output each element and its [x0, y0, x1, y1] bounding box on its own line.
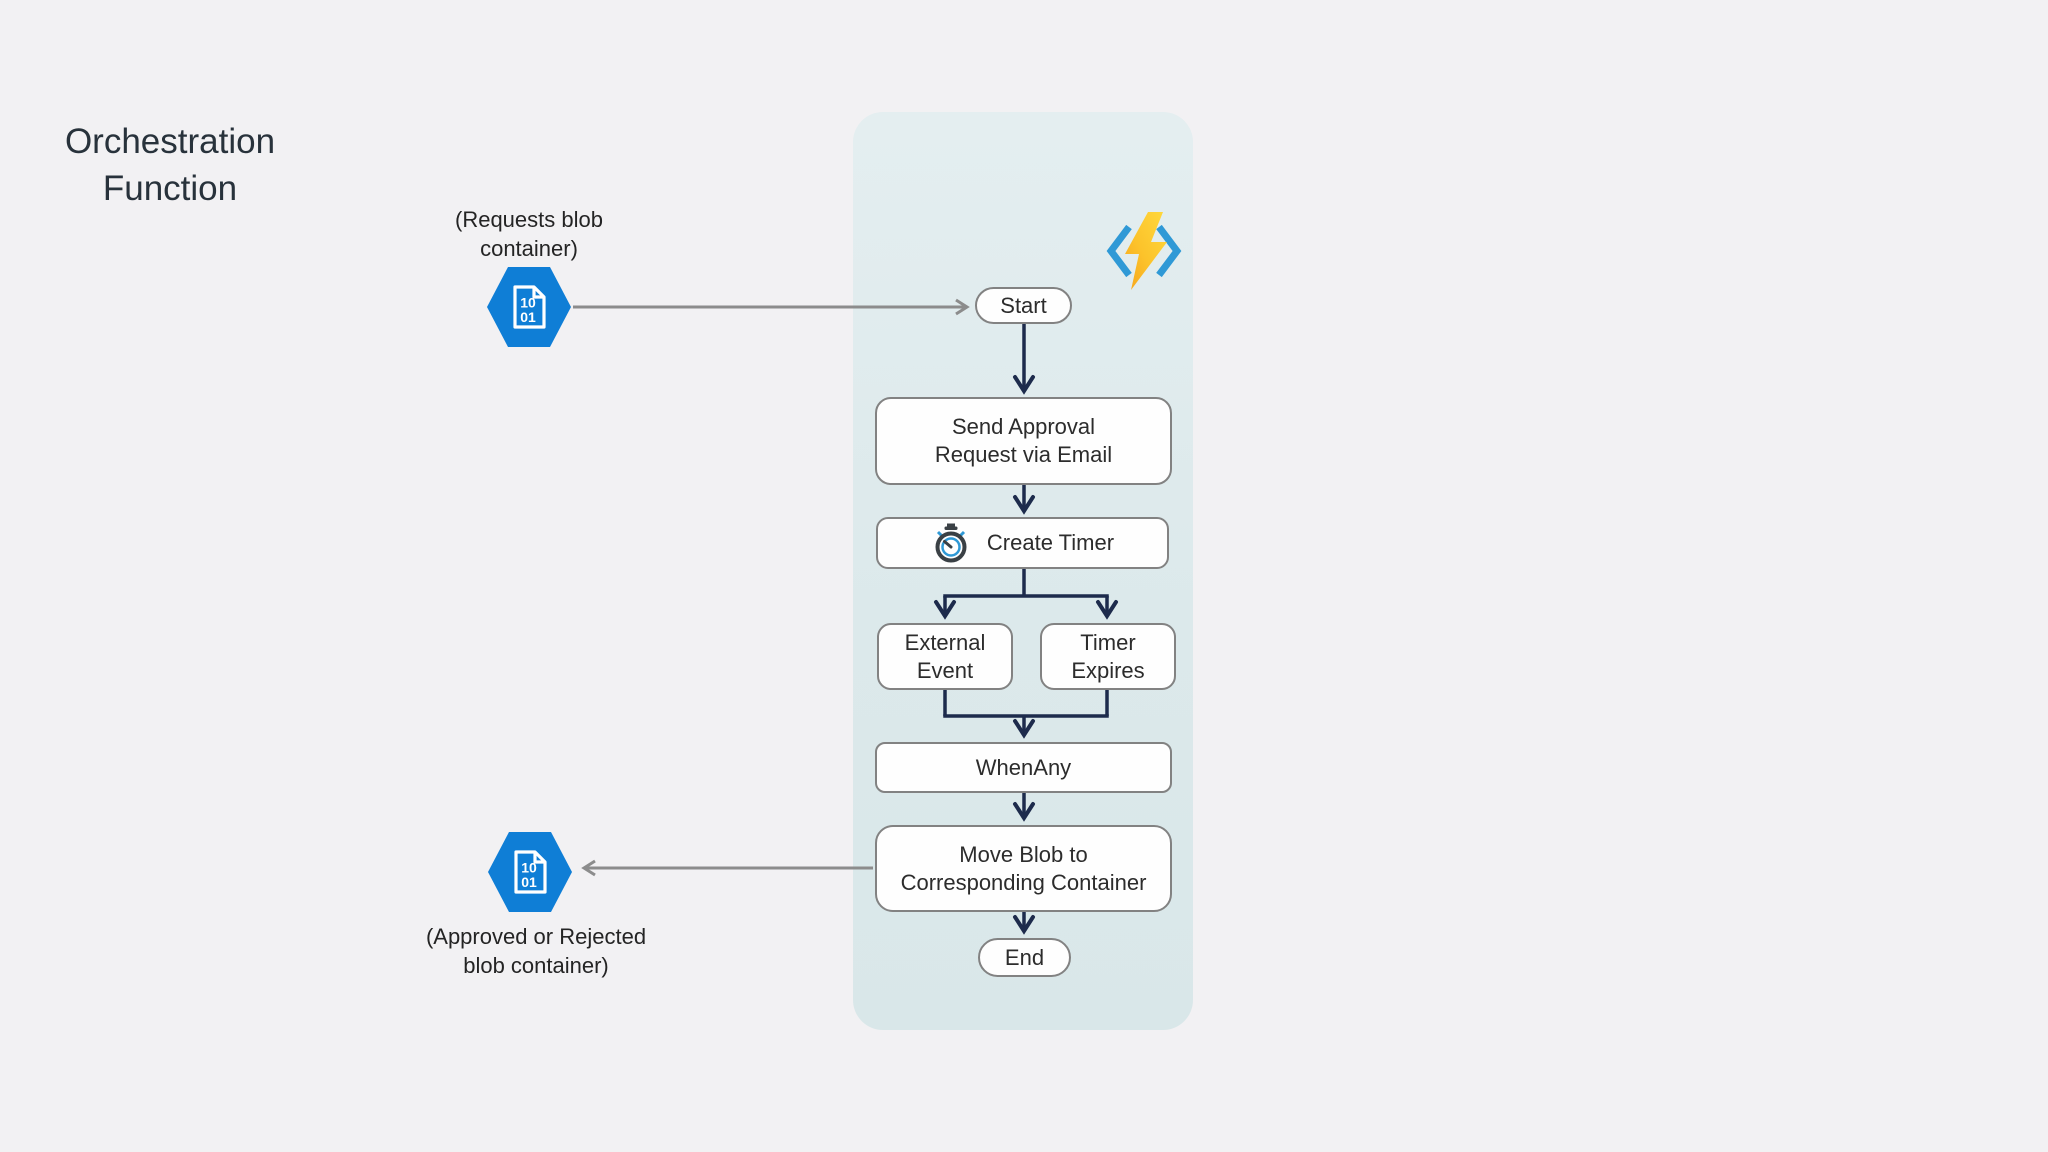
node-end-label: End	[1004, 944, 1045, 970]
svg-text:10: 10	[520, 295, 536, 311]
node-end: End	[978, 938, 1071, 977]
azure-functions-icon	[1102, 210, 1186, 292]
panel-title: Orchestration Function	[64, 122, 276, 208]
svg-text:01: 01	[520, 309, 536, 325]
blob-document-icon: 10 01	[513, 285, 546, 329]
node-when-any-label: WhenAny	[975, 754, 1072, 780]
node-start-label: Start	[1000, 292, 1047, 318]
node-send-approval: Send Approval Request via Email	[875, 397, 1172, 485]
node-timer-expires: Timer Expires	[1040, 623, 1176, 690]
node-timer-expires-label: Timer Expires	[1071, 629, 1145, 683]
node-send-approval-label: Send Approval Request via Email	[934, 414, 1113, 467]
stopwatch-icon	[931, 522, 971, 564]
node-external-event-label: External Event	[904, 629, 986, 683]
node-move-blob-label: Move Blob to Corresponding Container	[900, 841, 1147, 895]
node-create-timer-label: Create Timer	[986, 530, 1115, 555]
requests-blob-label: (Requests blob container)	[455, 207, 603, 261]
node-start: Start	[975, 287, 1072, 324]
requests-blob-icon: 10 01	[487, 267, 571, 347]
svg-text:10: 10	[521, 860, 537, 876]
blob-document-icon: 10 01	[514, 850, 547, 894]
approved-rejected-blob-label: (Approved or Rejected blob container)	[425, 924, 647, 978]
svg-text:01: 01	[521, 874, 537, 890]
node-when-any: WhenAny	[875, 742, 1172, 793]
node-create-timer: Create Timer	[876, 517, 1169, 569]
node-external-event: External Event	[877, 623, 1013, 690]
node-move-blob: Move Blob to Corresponding Container	[875, 825, 1172, 912]
approved-rejected-blob-icon: 10 01	[488, 832, 572, 912]
